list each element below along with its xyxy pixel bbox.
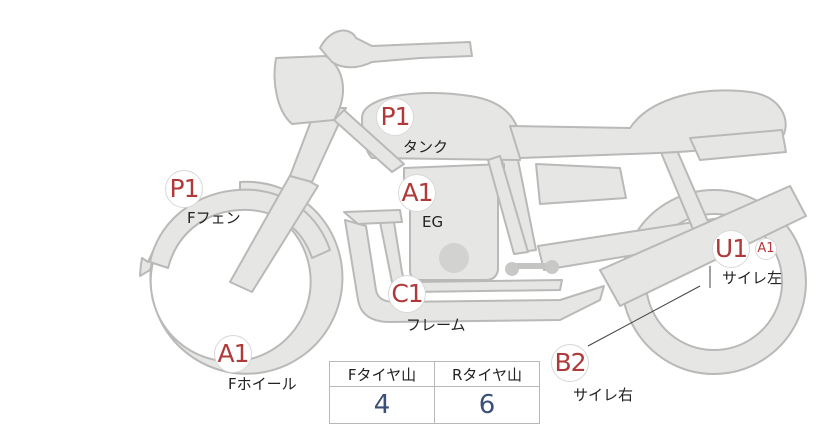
rear-tire-header: Rタイヤ山: [434, 361, 540, 387]
tank-label: タンク: [403, 138, 449, 156]
tank-grade-badge: P1: [376, 98, 414, 136]
frame-label: フレーム: [406, 316, 466, 334]
headlight: [273, 55, 345, 125]
engine-grade-badge: A1: [398, 174, 436, 212]
front-tire-header: Fタイヤ山: [329, 361, 435, 387]
frame-grade-badge: C1: [388, 275, 426, 313]
muffler-left-label: サイレ左: [722, 269, 783, 287]
handlebar: [319, 29, 473, 69]
tire-table-value-row: 4 6: [329, 386, 540, 424]
frame-lower: [344, 219, 605, 323]
front-tire-value: 4: [329, 386, 435, 424]
front-wheel-label: Fホイール: [228, 375, 297, 393]
tire-tread-table: Fタイヤ山 Rタイヤ山 4 6: [329, 361, 540, 424]
front-fender-label: Fフェン: [187, 209, 241, 227]
muffler: [599, 185, 807, 307]
front-wheel-grade-badge: A1: [214, 335, 252, 373]
tire-table-header-row: Fタイヤ山 Rタイヤ山: [329, 361, 540, 387]
muffler-right-label: サイレ右: [573, 386, 634, 404]
rear-tire-value: 6: [434, 386, 540, 424]
leader-line-muffler-right: [587, 285, 701, 347]
muffler-left-sub-grade-badge: A1: [755, 238, 777, 260]
engine-label: EG: [422, 213, 444, 231]
front-fender-grade-badge: P1: [165, 170, 203, 208]
muffler-right-grade-badge: B2: [551, 344, 589, 382]
muffler-left-grade-badge: U1: [712, 230, 750, 268]
